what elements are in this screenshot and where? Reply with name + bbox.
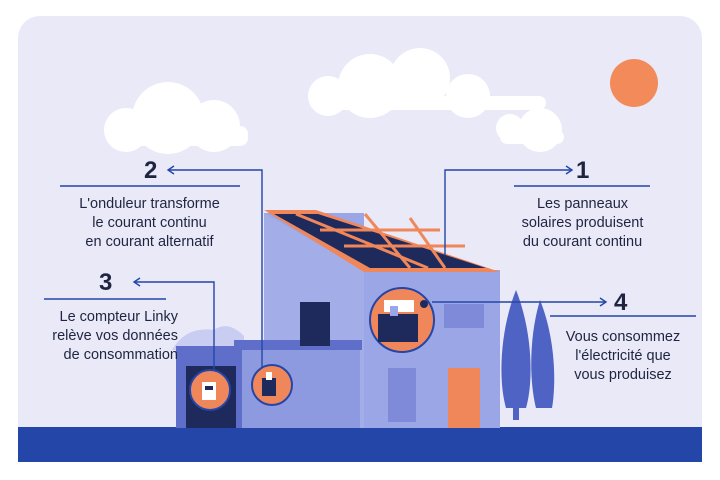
callout-line-2 xyxy=(168,169,263,375)
step-3-text: Le compteur Linky relève vos données de … xyxy=(52,309,178,363)
step-1-number: 1 xyxy=(576,157,590,184)
step-2-number: 2 xyxy=(144,157,158,184)
step-1-text: Les panneaux solaires produisent du cour… xyxy=(521,196,644,250)
window xyxy=(300,302,330,346)
door xyxy=(448,368,480,428)
step-3-number: 3 xyxy=(99,269,113,296)
window xyxy=(388,368,416,422)
inverter-icon xyxy=(251,364,293,406)
callout-line-1 xyxy=(444,169,572,255)
appliance-icon xyxy=(369,287,435,353)
bush xyxy=(172,326,244,350)
step-4-text: Vous consommez l'électricité que vous pr… xyxy=(565,329,681,383)
solar-panel-icon xyxy=(264,210,500,272)
linky-meter-icon xyxy=(189,369,231,411)
cloud-icon xyxy=(104,82,248,154)
cloud-icon xyxy=(308,48,564,152)
tree-icon xyxy=(501,290,555,420)
step-4-number: 4 xyxy=(614,289,628,316)
sun-icon xyxy=(610,59,658,107)
callout-line-3 xyxy=(134,281,215,378)
step-2-text: L'onduleur transforme le courant continu… xyxy=(79,196,220,250)
window xyxy=(444,304,484,328)
